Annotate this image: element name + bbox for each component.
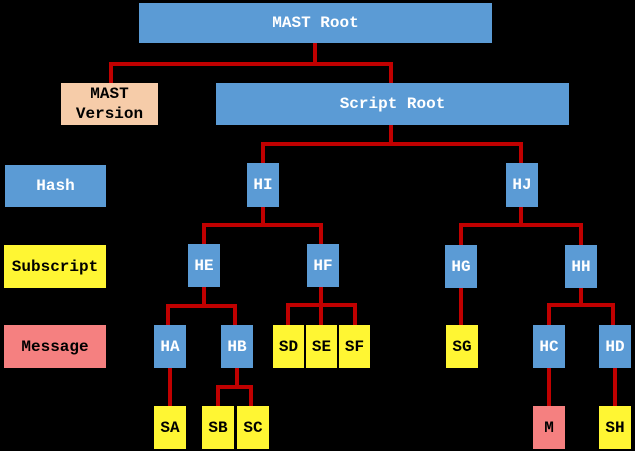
connector: [579, 223, 583, 245]
node-label: HD: [605, 337, 625, 356]
node-sc: SC: [237, 406, 269, 449]
node-label: HB: [227, 337, 247, 356]
legend-subscript: Subscript: [4, 245, 106, 288]
node-label: MAST Version: [75, 85, 144, 123]
connector: [249, 385, 253, 406]
connector: [261, 207, 265, 227]
node-label: SE: [311, 337, 332, 356]
connector: [459, 288, 463, 325]
node-label: SF: [344, 337, 365, 356]
connector: [389, 62, 393, 83]
node-sh: SH: [599, 406, 631, 449]
node-label: SB: [208, 418, 228, 437]
connector: [216, 385, 253, 389]
connector: [202, 223, 206, 244]
node-hi: HI: [247, 163, 279, 207]
node-se: SE: [306, 325, 337, 368]
connector: [353, 303, 357, 325]
connector: [519, 207, 523, 227]
node-label: MAST Root: [272, 14, 359, 32]
connector: [166, 304, 170, 325]
connector: [166, 304, 237, 308]
connector: [235, 368, 239, 385]
connector: [459, 223, 583, 227]
connector: [202, 287, 206, 308]
connector: [286, 303, 357, 307]
connector: [286, 303, 290, 325]
legend-label: Message: [21, 337, 89, 356]
connector: [319, 223, 323, 244]
legend-label: Subscript: [11, 257, 99, 276]
node-label: HE: [194, 256, 214, 275]
node-label: SC: [243, 418, 263, 437]
node-hc: HC: [533, 325, 565, 368]
node-hb: HB: [221, 325, 253, 368]
connector: [579, 288, 583, 307]
node-hj: HJ: [506, 163, 538, 207]
connector: [547, 303, 551, 325]
legend-message: Message: [4, 325, 106, 368]
node-label: HA: [160, 337, 180, 356]
connector: [313, 43, 317, 62]
node-label: HC: [539, 337, 559, 356]
connector: [168, 368, 172, 406]
node-label: SD: [278, 337, 299, 356]
node-hf: HF: [307, 244, 339, 287]
node-he: HE: [188, 244, 220, 287]
node-sd: SD: [273, 325, 304, 368]
node-hd: HD: [599, 325, 631, 368]
node-label: HF: [313, 256, 333, 275]
connector: [547, 368, 551, 406]
connector: [261, 142, 523, 146]
node-sf: SF: [339, 325, 370, 368]
connector: [459, 223, 463, 245]
connector: [202, 223, 323, 227]
node-hg: HG: [445, 245, 477, 288]
node-mast-version: MAST Version: [61, 83, 158, 125]
connector: [233, 304, 237, 325]
node-sa: SA: [154, 406, 186, 449]
node-label: HJ: [512, 176, 532, 194]
legend-label: Hash: [36, 177, 75, 195]
legend-hash: Hash: [5, 165, 106, 207]
node-sb: SB: [202, 406, 234, 449]
node-m: M: [533, 406, 565, 449]
node-label: SG: [452, 337, 472, 356]
node-label: HI: [253, 176, 273, 194]
node-label: SH: [605, 418, 625, 437]
node-label: Script Root: [339, 95, 446, 113]
node-label: M: [544, 418, 554, 437]
connector: [389, 125, 393, 143]
connector: [261, 142, 265, 163]
node-label: HH: [571, 257, 591, 276]
connector: [109, 62, 393, 66]
connector: [216, 385, 220, 406]
node-script-root: Script Root: [216, 83, 569, 125]
connector: [519, 142, 523, 163]
connector: [547, 303, 615, 307]
connector: [109, 62, 113, 83]
node-ha: HA: [154, 325, 186, 368]
node-sg: SG: [446, 325, 478, 368]
connector: [611, 303, 615, 325]
node-label: HG: [451, 257, 471, 276]
node-mast-root: MAST Root: [139, 3, 492, 43]
node-hh: HH: [565, 245, 597, 288]
connector: [613, 368, 617, 406]
node-label: SA: [160, 418, 180, 437]
